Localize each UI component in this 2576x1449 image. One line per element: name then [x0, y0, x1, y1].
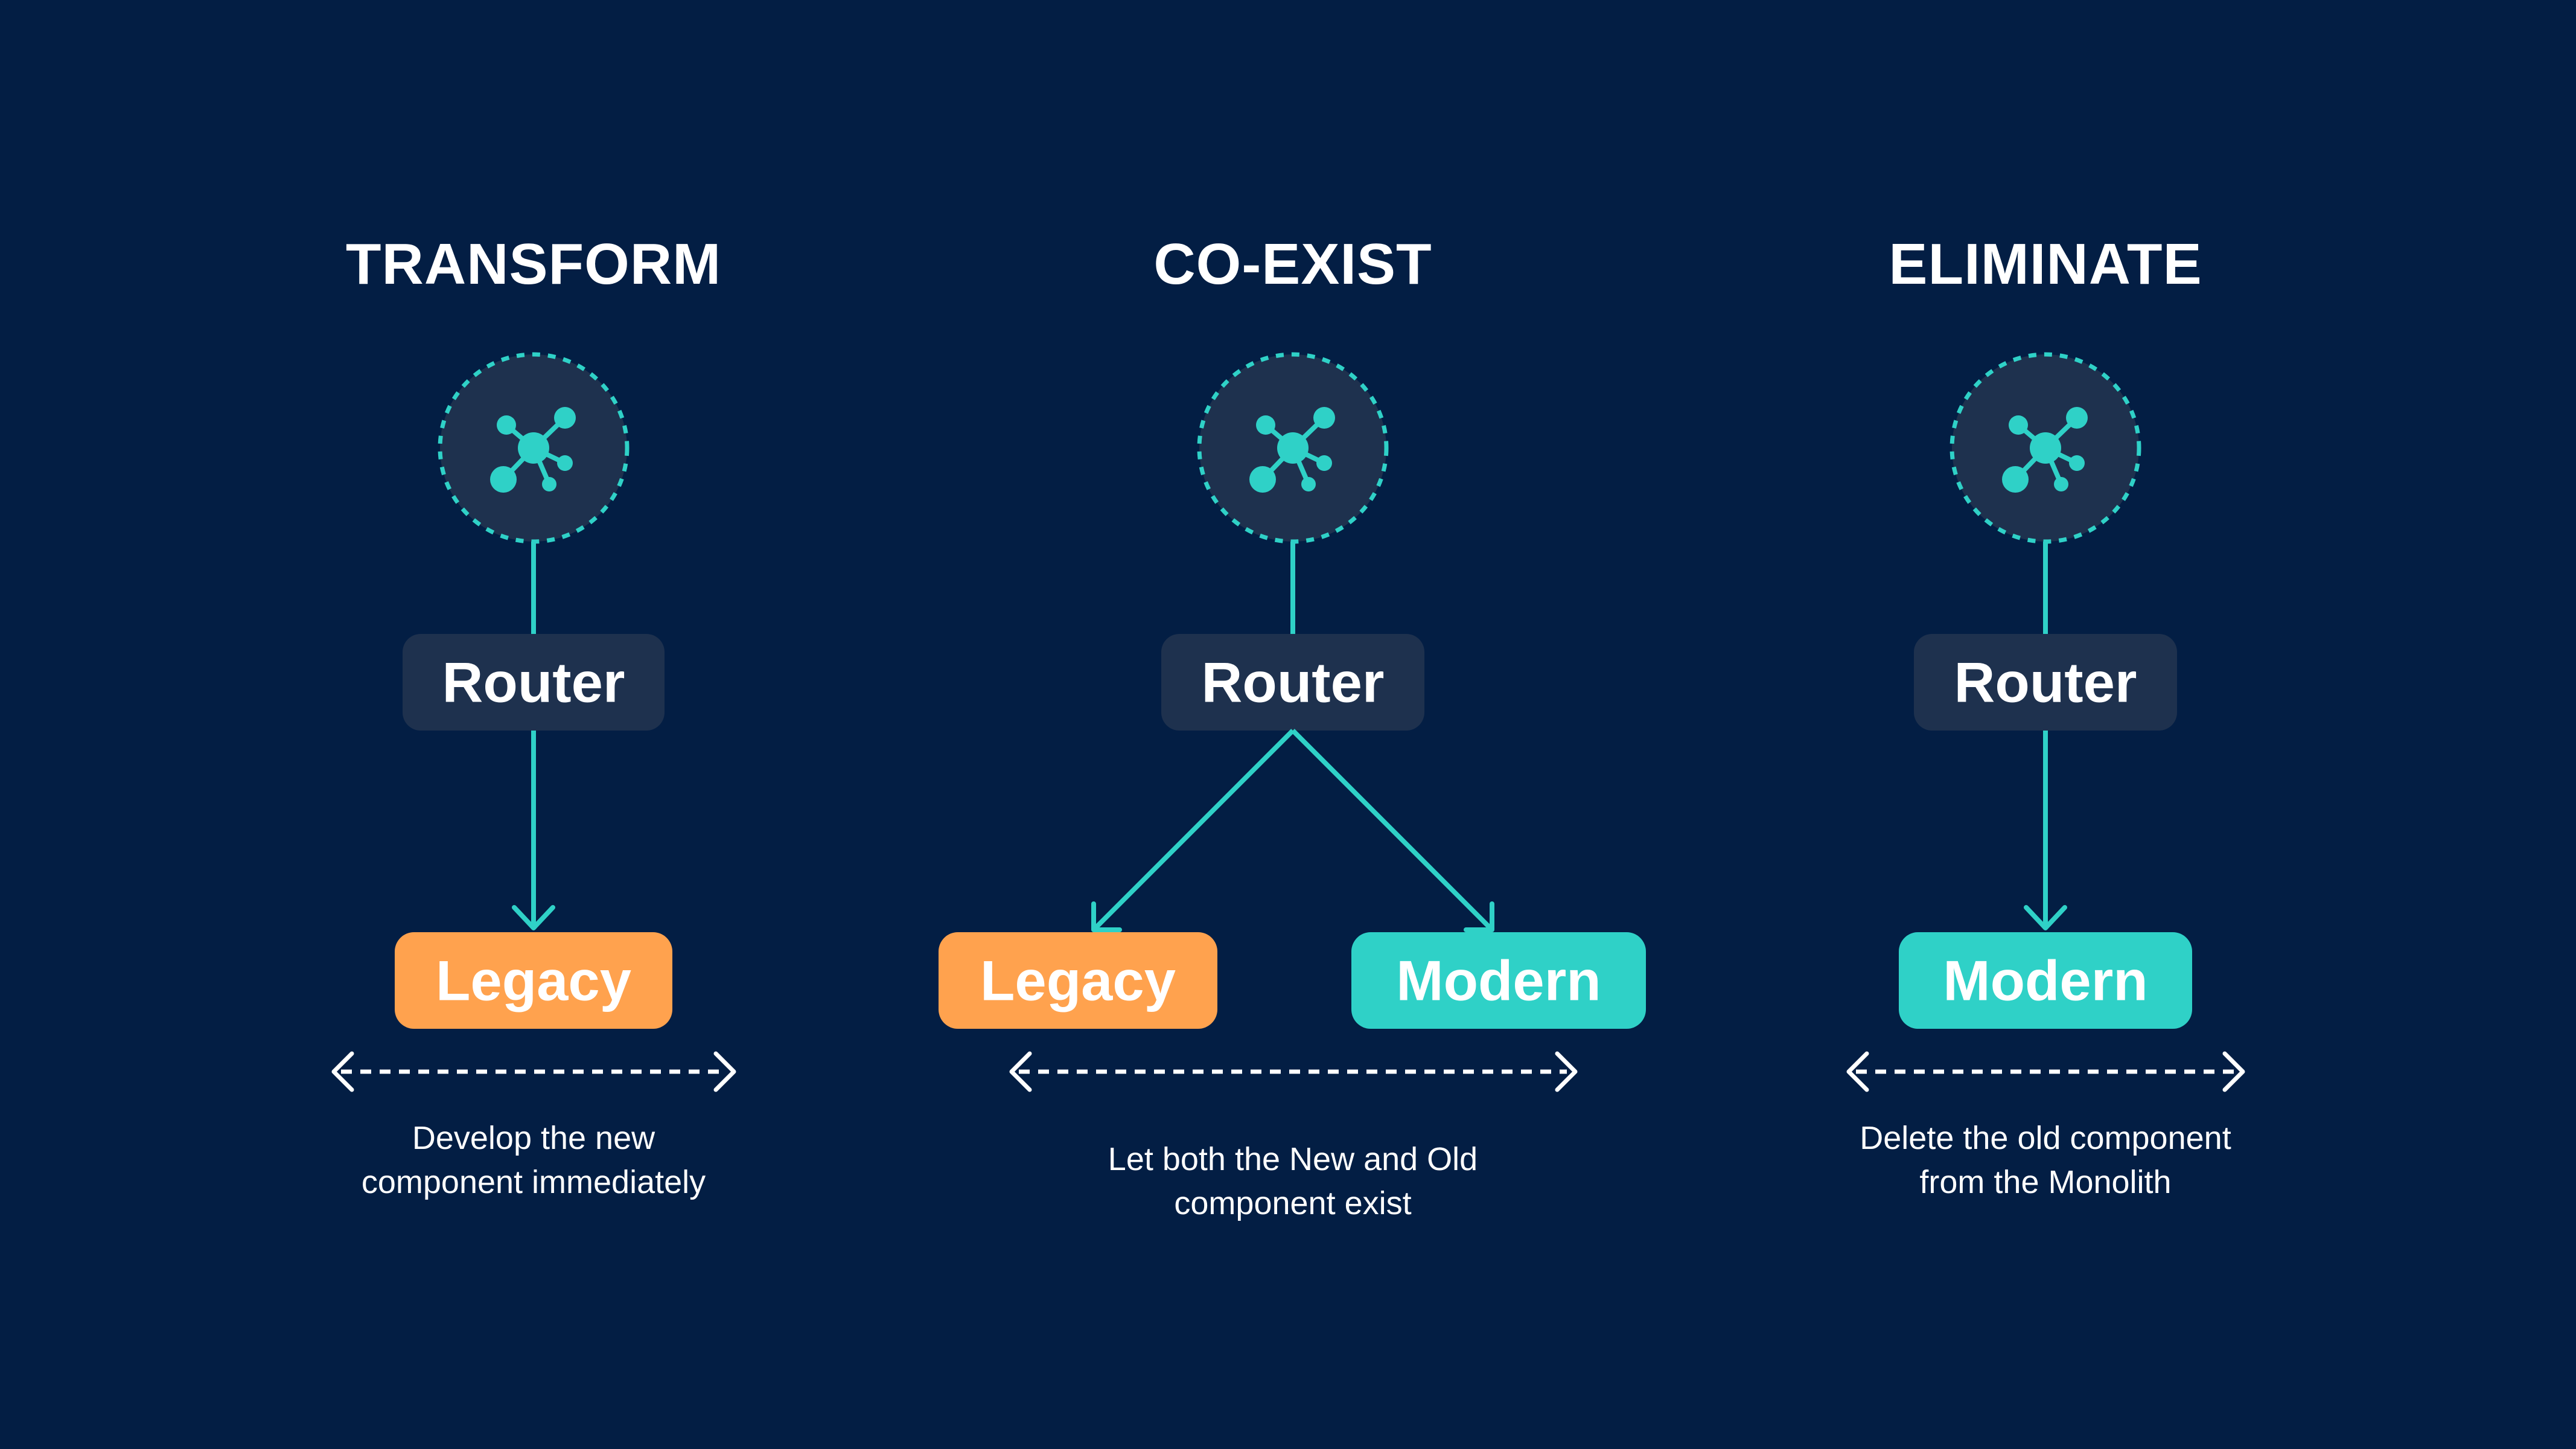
legacy-node: Legacy — [395, 932, 672, 1029]
router-label: Router — [1202, 651, 1385, 714]
caption-line-2: component immediately — [362, 1164, 706, 1200]
caption-line-2: component exist — [1174, 1185, 1411, 1221]
caption-line-1: Develop the new — [412, 1120, 655, 1156]
modern-label: Modern — [1396, 949, 1601, 1012]
stage-title: CO-EXIST — [1153, 232, 1432, 296]
span-arrow — [331, 1051, 736, 1092]
chevron-right-icon — [2222, 1051, 2245, 1092]
modern-node: Modern — [1351, 932, 1646, 1029]
legacy-label: Legacy — [436, 949, 631, 1012]
router-label: Router — [442, 651, 625, 714]
span-arrow — [1846, 1051, 2245, 1092]
stage-title: TRANSFORM — [346, 232, 721, 296]
chevron-left-icon — [1009, 1051, 1032, 1092]
chevron-left-icon — [331, 1051, 354, 1092]
stage-transform: TRANSFORM Router — [331, 232, 736, 1200]
arrow-down-right-icon — [1464, 901, 1494, 932]
chevron-left-icon — [1846, 1051, 1869, 1092]
router-node: Router — [1161, 634, 1424, 731]
caption-line-1: Delete the old component — [1860, 1120, 2231, 1156]
network-hub-icon — [1197, 352, 1389, 544]
router-label: Router — [1954, 651, 2137, 714]
chevron-right-icon — [713, 1051, 736, 1092]
arrow-down-icon — [512, 905, 555, 930]
caption-line-2: from the Monolith — [1919, 1164, 2171, 1200]
modern-label: Modern — [1943, 949, 2147, 1012]
legacy-node: Legacy — [939, 932, 1217, 1029]
connector-line — [1291, 729, 1494, 932]
span-arrow — [1009, 1051, 1578, 1092]
connector-line — [1092, 729, 1295, 932]
stage-title: ELIMINATE — [1889, 232, 2202, 296]
chevron-right-icon — [1555, 1051, 1578, 1092]
router-node: Router — [403, 634, 665, 731]
arrow-down-icon — [2024, 905, 2067, 930]
stage-eliminate: ELIMINATE Router — [1846, 232, 2245, 1200]
legacy-label: Legacy — [980, 949, 1176, 1012]
modern-node: Modern — [1899, 932, 2192, 1029]
network-hub-icon — [1950, 352, 2141, 544]
caption-line-1: Let both the New and Old — [1108, 1141, 1478, 1177]
arrow-down-left-icon — [1091, 901, 1122, 932]
router-node: Router — [1914, 634, 2177, 731]
network-hub-icon — [438, 352, 630, 544]
stage-co-exist: CO-EXIST Router — [939, 232, 1646, 1221]
